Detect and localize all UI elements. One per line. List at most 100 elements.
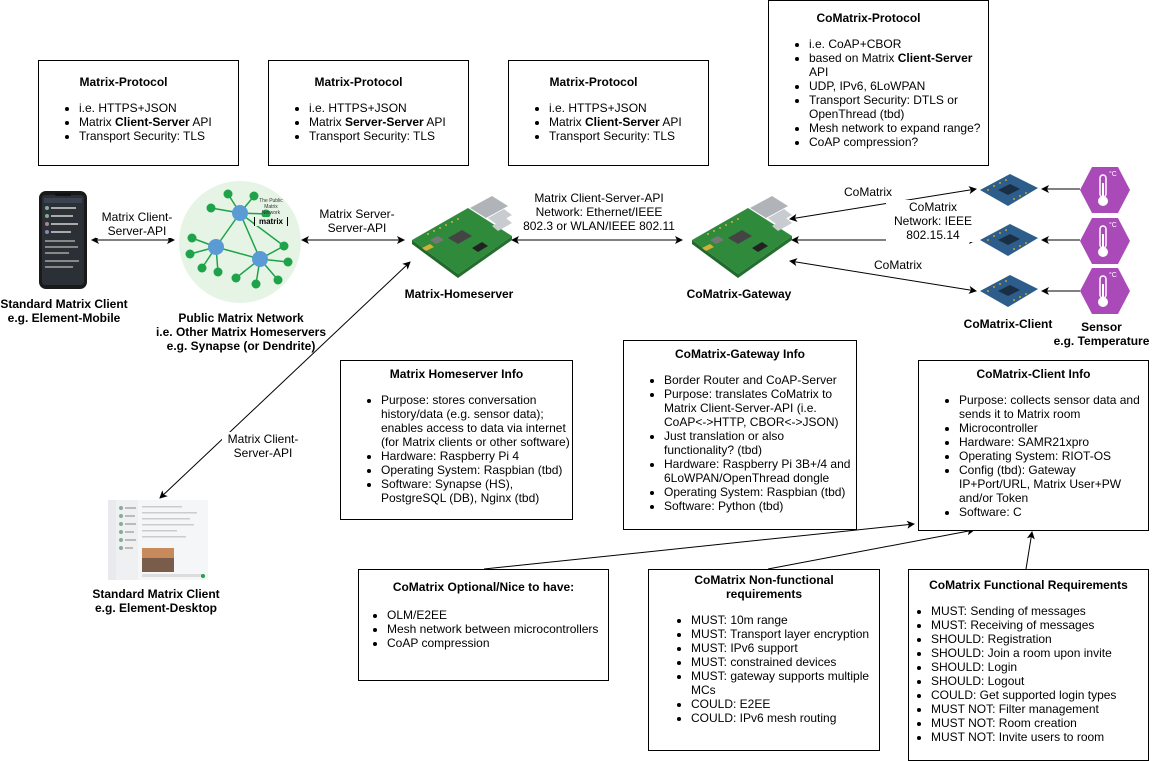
list-item: i.e. CoAP+CBOR bbox=[809, 37, 988, 51]
thermometer-icon bbox=[1080, 167, 1130, 213]
public-network-graphic: The Public Matrix Network matrix bbox=[178, 180, 302, 304]
box-list: Purpose: collects sensor data and sends … bbox=[919, 393, 1148, 519]
edge-func-clientinfo bbox=[1025, 531, 1035, 570]
edge-label-comatrix-top: CoMatrix bbox=[843, 185, 892, 199]
list-item: COULD: Get supported login types bbox=[931, 688, 1148, 702]
sensor-label: Sensor e.g. Temperature bbox=[1050, 320, 1153, 348]
mobile-client-label: Standard Matrix Client e.g. Element-Mobi… bbox=[0, 297, 128, 325]
label-line: Matrix Client- bbox=[101, 210, 173, 224]
box-list: i.e. HTTPS+JSONMatrix Server-Server APIT… bbox=[269, 101, 468, 143]
comatrix-protocol-box: CoMatrix-Protocol i.e. CoAP+CBORbased on… bbox=[768, 0, 989, 166]
label-line: Matrix Server- bbox=[319, 207, 395, 221]
gateway-label: CoMatrix-Gateway bbox=[686, 287, 792, 301]
list-item: MUST: Transport layer encryption bbox=[691, 627, 879, 641]
list-item: i.e. HTTPS+JSON bbox=[549, 101, 708, 115]
sensor-2: °C bbox=[1080, 218, 1130, 264]
label-line: Network: Ethernet/IEEE bbox=[535, 205, 663, 219]
list-item: MUST: gateway supports multiple MCs bbox=[691, 669, 879, 697]
list-item: Software: Synapse (HS), PostgreSQL (DB),… bbox=[381, 477, 572, 505]
edge-label-mobile-network: Matrix Client- Server-API bbox=[96, 210, 178, 238]
label-line: Standard Matrix Client bbox=[92, 587, 220, 601]
list-item: COULD: E2EE bbox=[691, 697, 879, 711]
list-item: Purpose: translates CoMatrix to Matrix C… bbox=[664, 387, 856, 429]
list-item: Config (tbd): Gateway IP+Port/URL, Matri… bbox=[959, 463, 1148, 505]
list-item: Software: C bbox=[959, 505, 1148, 519]
label-line: e.g. Element-Desktop bbox=[94, 601, 218, 615]
box-list: i.e. HTTPS+JSONMatrix Client-Server APIT… bbox=[509, 101, 708, 143]
list-item: i.e. HTTPS+JSON bbox=[79, 101, 238, 115]
label-line: Network: IEEE bbox=[893, 214, 973, 228]
unit-label: °C bbox=[1109, 171, 1117, 178]
desktop-client-label: Standard Matrix Client e.g. Element-Desk… bbox=[80, 587, 232, 615]
label-line: e.g. Synapse (or Dendrite) bbox=[166, 339, 316, 353]
box-title: CoMatrix Functional Requirements bbox=[929, 578, 1128, 592]
list-item: MUST: Sending of messages bbox=[931, 604, 1148, 618]
label-line: Public Matrix Network bbox=[178, 311, 304, 325]
homeserver-label: Matrix-Homeserver bbox=[404, 287, 514, 301]
box-list: i.e. HTTPS+JSONMatrix Client-Server APIT… bbox=[39, 101, 238, 143]
list-item: SHOULD: Registration bbox=[931, 632, 1148, 646]
list-item: Microcontroller bbox=[959, 421, 1148, 435]
client-board-3 bbox=[978, 273, 1040, 309]
public-network-label: Public Matrix Network i.e. Other Matrix … bbox=[146, 311, 336, 353]
edge-gateway-client1 bbox=[789, 186, 977, 222]
protocol-box-2: Matrix-Protocol i.e. HTTPS+JSONMatrix Se… bbox=[268, 60, 469, 166]
list-item: MUST: Receiving of messages bbox=[931, 618, 1148, 632]
box-title: CoMatrix Optional/Nice to have: bbox=[392, 580, 575, 594]
edge-label-network-homeserver: Matrix Server- Server-API bbox=[312, 207, 402, 235]
unit-label: °C bbox=[1109, 272, 1117, 279]
desktop-screenshot-icon bbox=[108, 500, 208, 580]
label-line: e.g. Element-Mobile bbox=[7, 311, 121, 325]
sensor-3: °C bbox=[1080, 268, 1130, 314]
nonfunctional-box: CoMatrix Non-functional requirements MUS… bbox=[648, 569, 880, 751]
box-title: CoMatrix-Client Info bbox=[976, 367, 1091, 381]
list-item: Purpose: collects sensor data and sends … bbox=[959, 393, 1148, 421]
sensor-1: °C bbox=[1080, 167, 1130, 213]
gateway-pi-image bbox=[688, 196, 794, 282]
phone-icon bbox=[39, 191, 87, 289]
list-item: COULD: IPv6 mesh routing bbox=[691, 711, 879, 725]
edge-label-comatrix-network: CoMatrix Network: IEEE 802.15.14 bbox=[886, 200, 980, 242]
list-item: Operating System: Raspbian (tbd) bbox=[381, 463, 572, 477]
list-item: Just translation or also functionality? … bbox=[664, 429, 856, 457]
list-item: Hardware: SAMR21xpro bbox=[959, 435, 1148, 449]
desktop-client-image bbox=[108, 500, 208, 580]
network-inner-text: The Public Matrix Network bbox=[252, 198, 290, 216]
list-item: UDP, IPv6, 6LoWPAN bbox=[809, 79, 988, 93]
homeserver-pi-image bbox=[408, 196, 514, 282]
microcontroller-board-icon bbox=[980, 224, 1038, 256]
protocol-box-1: Matrix-Protocol i.e. HTTPS+JSONMatrix Cl… bbox=[38, 60, 239, 166]
microcontroller-board-icon bbox=[980, 174, 1038, 206]
box-title: Matrix-Protocol bbox=[549, 75, 638, 89]
list-item: Hardware: Raspberry Pi 3B+/4 and 6LoWPAN… bbox=[664, 457, 856, 485]
client-board-2 bbox=[978, 222, 1040, 258]
raspberry-pi-icon bbox=[412, 196, 512, 278]
list-item: Mesh network between microcontrollers bbox=[387, 622, 608, 636]
list-item: Software: Python (tbd) bbox=[664, 499, 856, 513]
label-line: Server-API bbox=[107, 224, 167, 238]
list-item: SHOULD: Join a room upon invite bbox=[931, 646, 1148, 660]
label-line: Matrix Client-Server-API bbox=[534, 191, 664, 205]
gateway-info-box: CoMatrix-Gateway Info Border Router and … bbox=[623, 340, 857, 530]
edge-optional-clientinfo bbox=[483, 520, 915, 570]
edge-label-homeserver-desktop: Matrix Client- Server-API bbox=[222, 432, 304, 460]
label-line: 802.15.14 bbox=[906, 228, 960, 242]
label-line: Server-API bbox=[327, 221, 387, 235]
label-line: 802.3 or WLAN/IEEE 802.11 bbox=[523, 219, 675, 233]
box-list: OLM/E2EEMesh network between microcontro… bbox=[359, 608, 608, 650]
box-title: CoMatrix-Protocol bbox=[816, 11, 921, 25]
box-title: Matrix-Protocol bbox=[314, 75, 403, 89]
optional-box: CoMatrix Optional/Nice to have: OLM/E2EE… bbox=[358, 569, 609, 681]
list-item: Matrix Server-Server API bbox=[309, 115, 468, 129]
list-item: Operating System: Raspbian (tbd) bbox=[664, 485, 856, 499]
label-line: CoMatrix bbox=[908, 200, 957, 214]
list-item: SHOULD: Logout bbox=[931, 674, 1148, 688]
list-item: Transport Security: DTLS or OpenThread (… bbox=[809, 93, 988, 121]
list-item: Operating System: RIOT-OS bbox=[959, 449, 1148, 463]
list-item: CoAP compression bbox=[387, 636, 608, 650]
edge-homeserver-desktop bbox=[159, 261, 411, 499]
list-item: Matrix Client-Server API bbox=[549, 115, 708, 129]
list-item: MUST: constrained devices bbox=[691, 655, 879, 669]
inner-line: Network bbox=[261, 210, 281, 216]
